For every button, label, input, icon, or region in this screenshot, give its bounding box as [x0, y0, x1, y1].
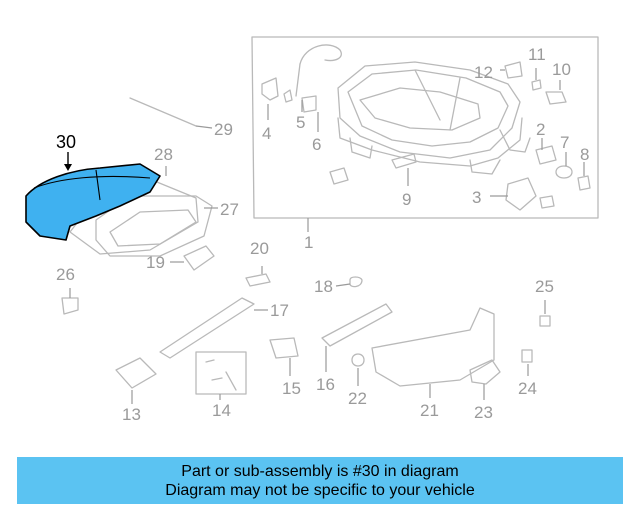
cushion-frame-part-27 — [95, 195, 213, 257]
bracket-part-4 — [261, 77, 279, 101]
callout-4: 4 — [262, 124, 271, 143]
side-cover-part-21 — [371, 307, 495, 387]
callout-2: 2 — [536, 120, 545, 139]
cap-part-24 — [521, 349, 533, 363]
callout-8: 8 — [580, 145, 589, 164]
trim-part-17 — [159, 297, 255, 359]
callout-18: 18 — [314, 277, 333, 296]
callout-6: 6 — [312, 135, 321, 154]
bracket-part-2 — [535, 145, 557, 165]
callout-14: 14 — [212, 401, 231, 420]
clip-part-6 — [301, 95, 317, 113]
callout-11: 11 — [528, 45, 546, 64]
bracket-part-19 — [183, 245, 215, 271]
callout-7: 7 — [560, 133, 569, 152]
cap-part-7 — [555, 165, 573, 179]
clip-part-26 — [61, 297, 79, 315]
seat-frame-part — [295, 44, 531, 175]
callout-26: 26 — [56, 265, 75, 284]
rail-trim-part-16 — [321, 303, 393, 347]
arrow-30-head — [64, 164, 72, 171]
washer-part-11 — [531, 79, 542, 91]
clip-part-9 — [391, 153, 417, 169]
callout-9: 9 — [402, 190, 411, 209]
callout-17: 17 — [270, 301, 289, 320]
callout-27: 27 — [220, 200, 239, 219]
bracket-part-15 — [269, 337, 299, 359]
callout-22: 22 — [348, 389, 367, 408]
banner-line-2: Diagram may not be specific to your vehi… — [165, 481, 475, 499]
nut-part-12 — [504, 61, 523, 79]
frame-group-box — [251, 36, 599, 219]
callout-15: 15 — [282, 379, 301, 398]
cap-part-25 — [539, 315, 551, 327]
cap-part-22 — [351, 353, 365, 367]
callout-20: 20 — [250, 239, 269, 258]
callout-23: 23 — [474, 403, 493, 422]
leader-lines — [69, 68, 585, 404]
clip-part-5 — [283, 89, 293, 103]
callout-21: 21 — [420, 401, 439, 420]
callout-13: 13 — [122, 405, 141, 424]
callout-29: 29 — [214, 120, 233, 139]
banner-line-1: Part or sub-assembly is #30 in diagram — [181, 462, 459, 480]
bolt-part-10 — [545, 91, 567, 105]
bracket-part-13 — [115, 357, 157, 389]
callout-10: 10 — [552, 60, 571, 79]
callout-5: 5 — [296, 113, 305, 132]
cushion-cover-part-30 — [25, 163, 161, 241]
rod-part-29 — [129, 97, 197, 127]
bolt-part-3b — [539, 195, 555, 209]
callout-19: 19 — [146, 253, 165, 272]
lever-part-23 — [469, 359, 501, 385]
callout-1: 1 — [304, 233, 313, 252]
bushing-part — [329, 167, 349, 185]
parts-diagram: 1 2 3 4 5 6 7 8 9 10 11 12 13 14 15 16 1… — [25, 36, 599, 424]
callout-16: 16 — [316, 375, 335, 394]
callout-30: 30 — [56, 132, 76, 152]
callout-28: 28 — [154, 145, 173, 164]
clip-part-20 — [245, 273, 271, 287]
info-banner: Part or sub-assembly is #30 in diagram D… — [17, 457, 623, 504]
callout-24: 24 — [518, 379, 537, 398]
callout-3: 3 — [472, 188, 481, 207]
callout-25: 25 — [535, 277, 554, 296]
stopper-part-18 — [349, 276, 363, 288]
plug-part-8 — [577, 175, 591, 191]
hardware-kit-box-14 — [195, 351, 247, 395]
callout-12: 12 — [474, 63, 493, 82]
motor-part-3 — [505, 177, 537, 211]
